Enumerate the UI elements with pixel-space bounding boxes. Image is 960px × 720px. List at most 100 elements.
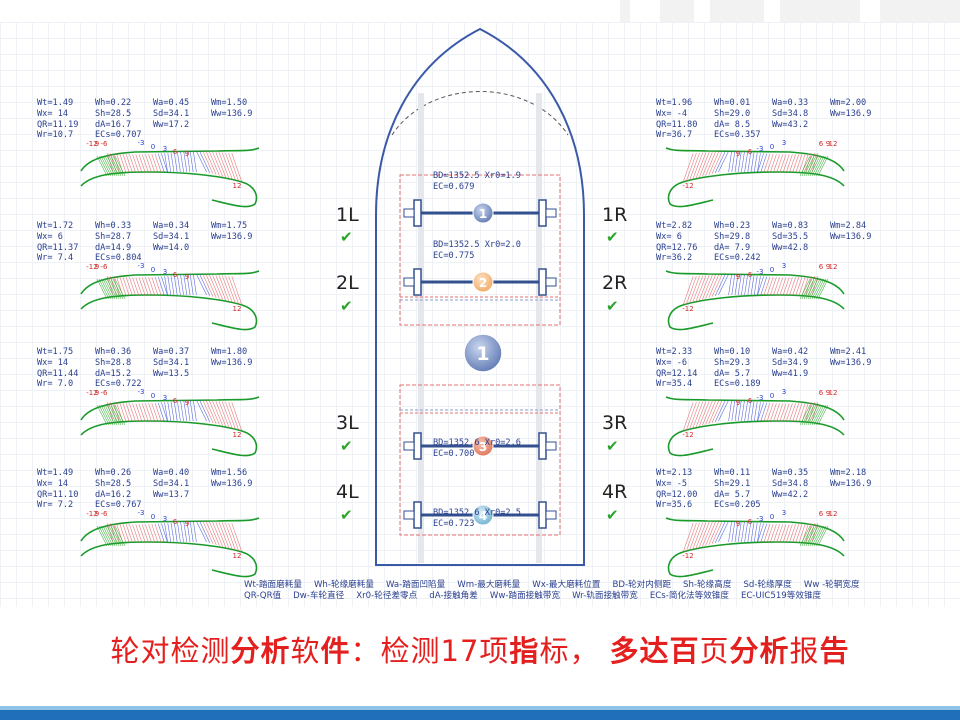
legend-item: Sd-轮缘厚度 bbox=[743, 580, 792, 590]
offset-tick-label: 6 bbox=[819, 140, 824, 148]
contact-line bbox=[100, 404, 112, 426]
legend-item: BD-轮对内侧距 bbox=[612, 580, 672, 590]
stat-value: Wx= -6 bbox=[656, 357, 688, 368]
stat-value: QR=11.10 bbox=[37, 489, 79, 500]
contact-line bbox=[692, 275, 704, 303]
contact-line bbox=[803, 525, 815, 547]
offset-tick-label: 12 bbox=[233, 431, 242, 439]
contact-line bbox=[110, 525, 122, 547]
contact-line bbox=[792, 277, 800, 296]
contact-line bbox=[157, 153, 165, 173]
contact-line bbox=[145, 403, 152, 422]
contact-line bbox=[145, 154, 152, 173]
wheelset-diagram-3: 3 bbox=[403, 432, 557, 460]
contact-line bbox=[170, 522, 175, 543]
axle-number: 1 bbox=[479, 207, 487, 221]
contact-line bbox=[108, 278, 120, 300]
wheel-profile-curve bbox=[665, 517, 845, 542]
contact-line bbox=[795, 524, 803, 543]
stat-value: Wm=2.18 bbox=[830, 468, 867, 478]
contact-line bbox=[813, 525, 825, 547]
contact-line bbox=[164, 523, 168, 543]
contact-line bbox=[129, 403, 136, 422]
contact-line bbox=[815, 155, 827, 177]
contact-line bbox=[737, 400, 742, 422]
contact-line bbox=[776, 277, 784, 296]
offset-tick-label: 0 bbox=[151, 513, 155, 521]
axle-number-badge bbox=[472, 435, 494, 457]
check-icon: ✔ bbox=[340, 437, 353, 455]
contact-line bbox=[702, 521, 713, 547]
contact-line bbox=[702, 400, 713, 426]
contact-line bbox=[228, 522, 239, 552]
contact-line bbox=[96, 155, 108, 177]
offset-tick-label: -12 bbox=[682, 552, 693, 560]
contact-line bbox=[96, 404, 108, 426]
offset-tick-label: 3 bbox=[782, 262, 786, 270]
offset-tick-label: -12 bbox=[86, 140, 97, 148]
stat-value: Sd=34.8 bbox=[772, 478, 809, 489]
offset-tick-label: 9 bbox=[736, 150, 740, 158]
contact-line bbox=[170, 275, 175, 296]
contact-line bbox=[119, 153, 127, 173]
contact-line bbox=[803, 155, 815, 177]
contact-line bbox=[100, 278, 112, 300]
stat-value: Sh=28.8 bbox=[95, 357, 132, 368]
contact-line bbox=[110, 404, 122, 426]
stat-value: dA=14.9 bbox=[95, 242, 132, 253]
contact-line bbox=[813, 278, 825, 300]
contact-line bbox=[98, 278, 110, 300]
wheel-label-4R: 4R bbox=[602, 481, 628, 503]
contact-line bbox=[815, 525, 827, 547]
contact-line bbox=[753, 522, 758, 543]
contact-line bbox=[106, 155, 118, 177]
contact-line bbox=[711, 521, 723, 544]
stat-value: Ww=42.2 bbox=[772, 489, 809, 500]
contact-line bbox=[773, 154, 780, 173]
contact-line bbox=[104, 278, 116, 300]
contact-line bbox=[757, 276, 764, 296]
offset-tick-label: 9 bbox=[736, 520, 740, 528]
contact-line bbox=[795, 403, 803, 422]
stat-value: Sh=29.1 bbox=[714, 478, 751, 489]
contact-line bbox=[728, 274, 732, 296]
stat-value: Wh=0.23 bbox=[714, 221, 751, 231]
stat-value: Ww=136.9 bbox=[211, 357, 253, 368]
stat-value: Wr=35.6 bbox=[656, 500, 693, 511]
stat-value: Wm=1.56 bbox=[211, 468, 248, 478]
contact-line bbox=[766, 523, 774, 543]
contact-line bbox=[779, 524, 787, 543]
stat-value: Wa=0.34 bbox=[153, 221, 190, 231]
stat-value: Sh=28.5 bbox=[95, 478, 132, 489]
stat-value: Wa=0.37 bbox=[153, 347, 190, 357]
stat-value: Ww=13.7 bbox=[153, 489, 190, 500]
contact-line bbox=[731, 151, 736, 173]
stat-value bbox=[830, 490, 888, 501]
offset-tick-label: -3 bbox=[757, 394, 764, 402]
rail-profile-curve bbox=[80, 294, 258, 331]
contact-line bbox=[100, 155, 112, 177]
contact-line bbox=[161, 276, 168, 296]
stat-value: Wh=0.11 bbox=[714, 468, 751, 478]
contact-line bbox=[757, 276, 761, 296]
contact-line bbox=[682, 276, 694, 305]
contact-line bbox=[744, 401, 748, 422]
contact-line bbox=[183, 521, 188, 543]
contact-line bbox=[112, 278, 124, 300]
contact-line bbox=[110, 278, 122, 300]
wheel-right bbox=[538, 501, 547, 529]
contact-line bbox=[119, 402, 127, 422]
contact-line bbox=[106, 525, 118, 547]
contact-line bbox=[747, 275, 752, 296]
axlebox-right bbox=[545, 510, 557, 520]
stat-value: Sd=35.5 bbox=[772, 231, 809, 242]
contact-line bbox=[180, 151, 184, 173]
offset-tick-label: 12 bbox=[829, 510, 838, 518]
contact-line bbox=[106, 278, 118, 300]
contact-line bbox=[786, 524, 793, 543]
stat-value: QR=11.80 bbox=[656, 119, 698, 130]
contact-line bbox=[786, 403, 793, 422]
contact-line bbox=[122, 154, 130, 173]
contact-line bbox=[798, 523, 806, 543]
